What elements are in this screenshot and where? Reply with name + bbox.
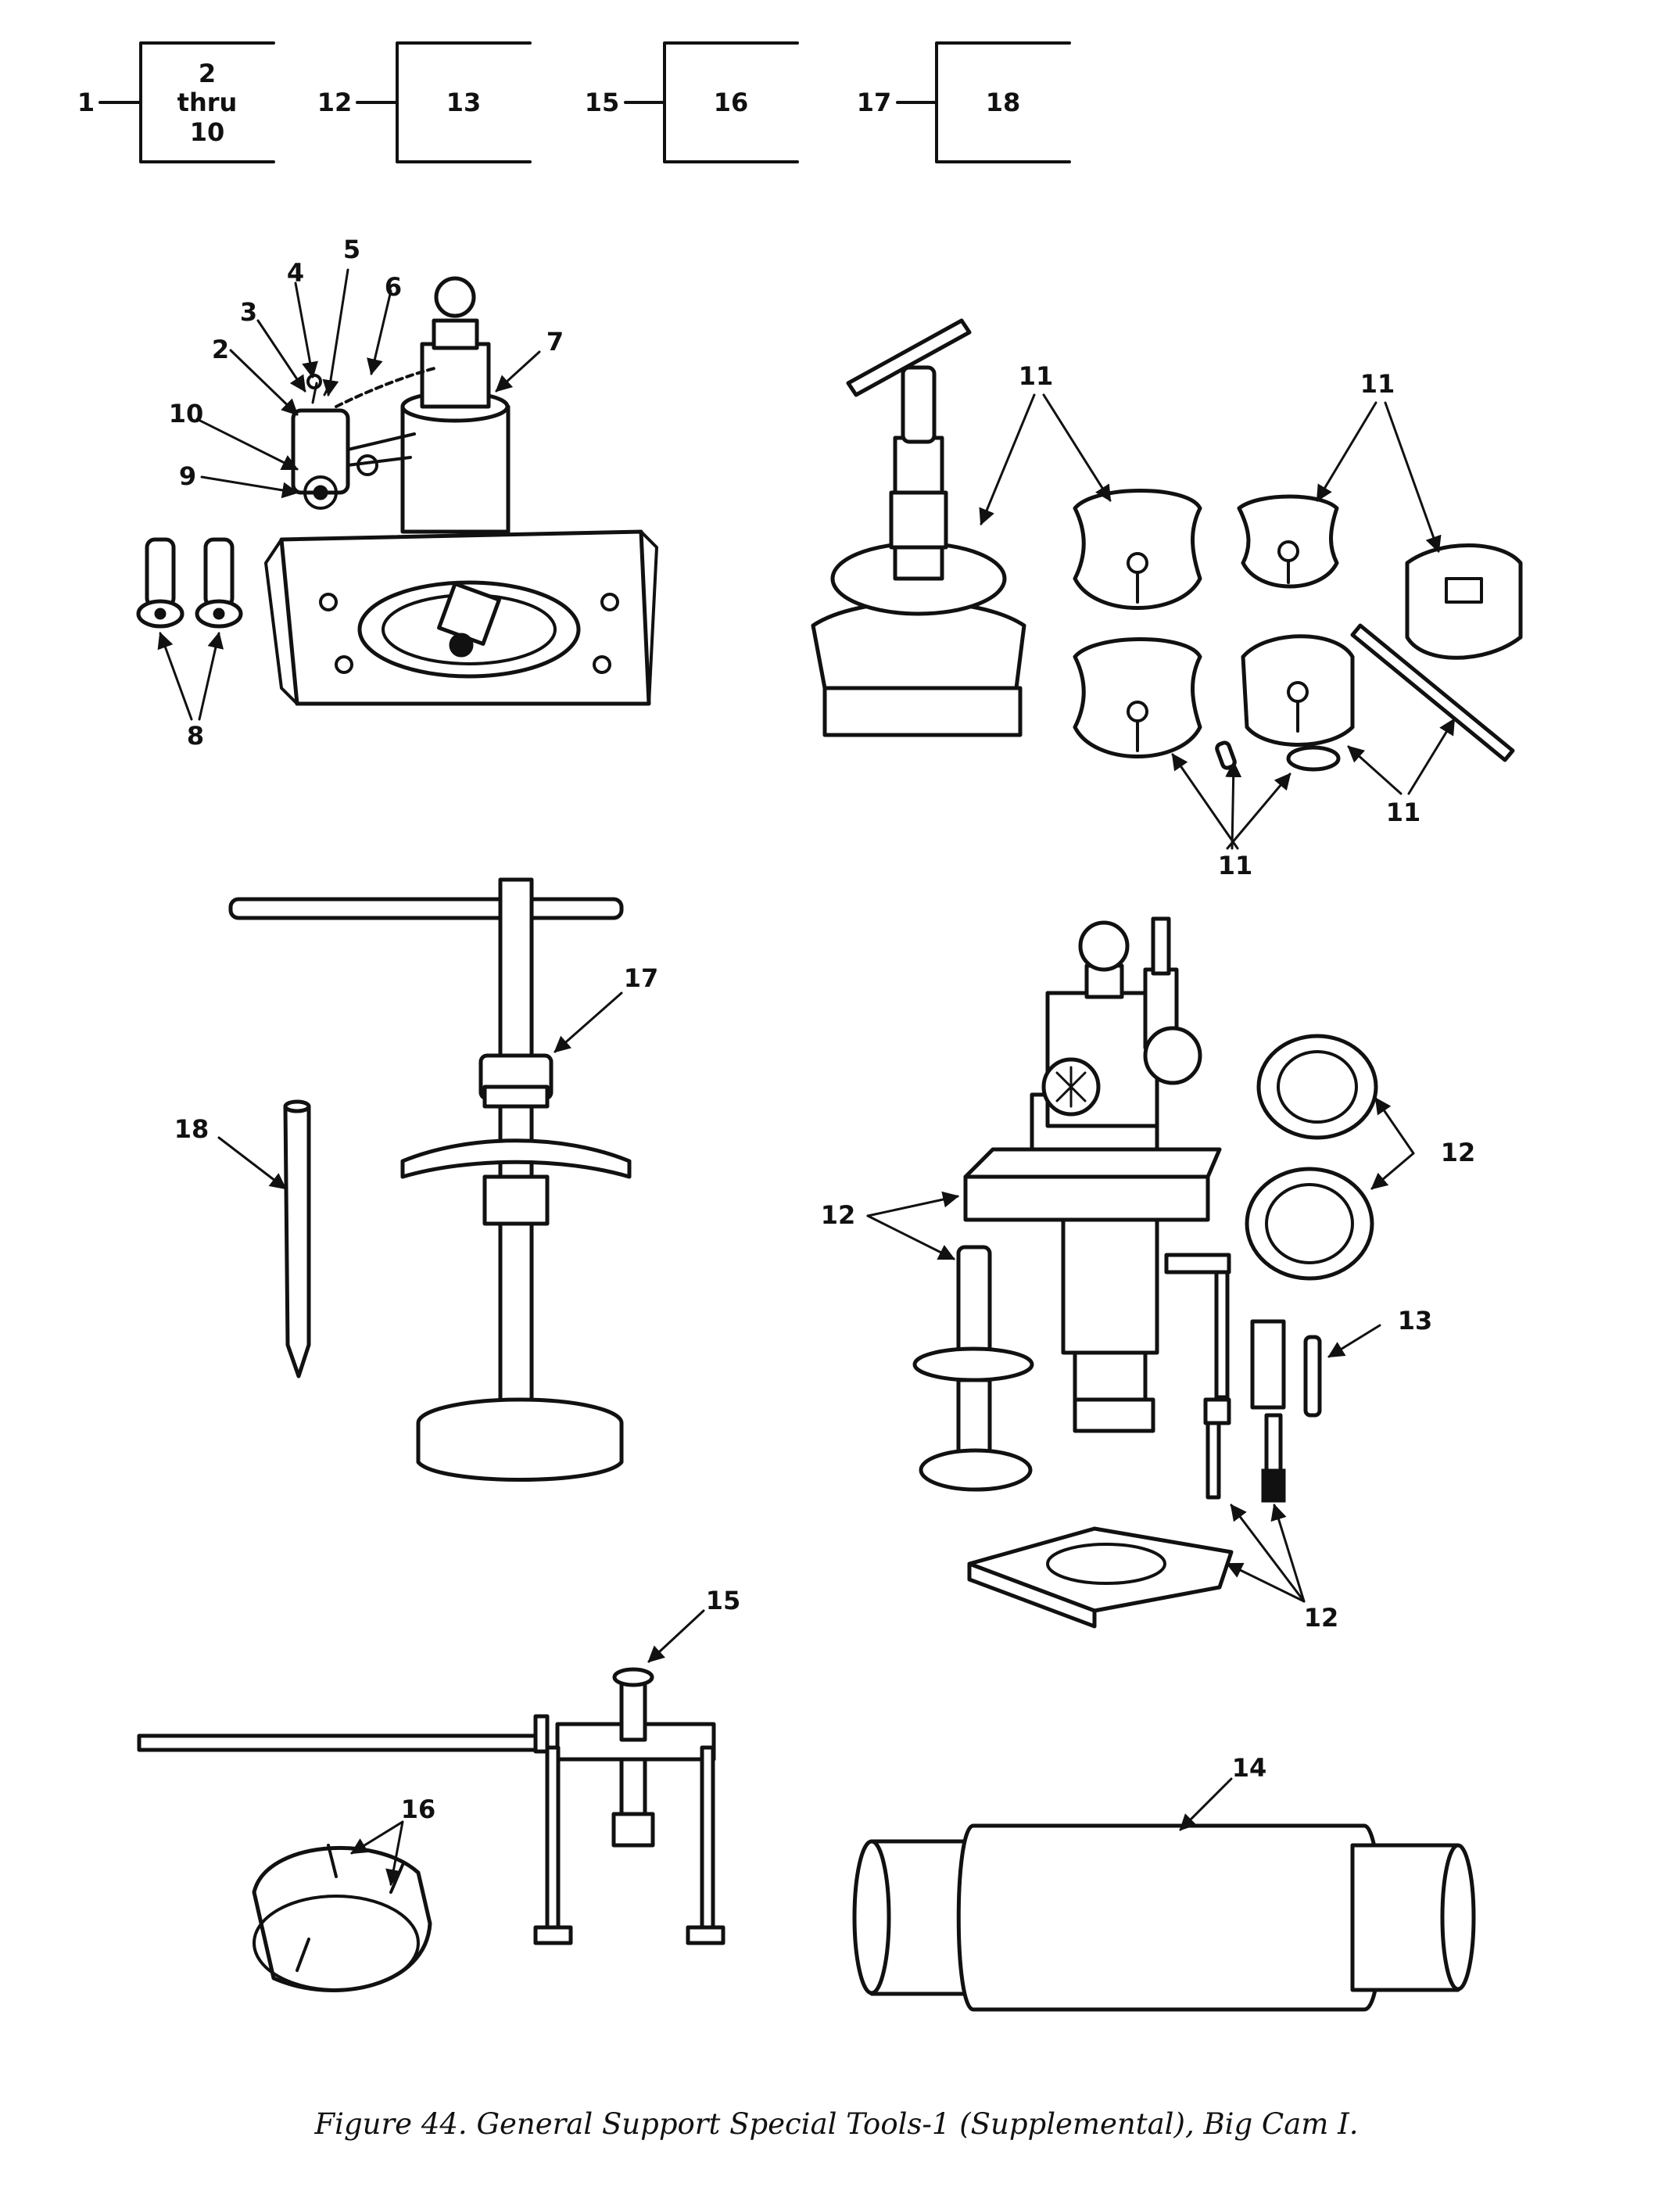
key-lead-label: 15 (585, 88, 620, 117)
key-group-17: 17 18 (857, 41, 1071, 163)
key-box (935, 41, 1071, 163)
callout-16: 16 (401, 1794, 436, 1824)
callout-15: 15 (706, 1586, 741, 1615)
callout-14: 14 (1232, 1753, 1267, 1783)
key-box-line: thru (177, 88, 238, 117)
callout-6: 6 (385, 272, 402, 302)
callout-8: 8 (187, 721, 204, 751)
key-box-line: 13 (446, 88, 482, 117)
callout-4: 4 (287, 258, 304, 288)
key-box-line: 18 (986, 88, 1021, 117)
callout-12: 12 (1441, 1138, 1476, 1167)
callout-5: 5 (343, 235, 360, 264)
callout-labels: 2 3 4 5 6 7 10 9 8 11 11 11 11 17 18 12 … (169, 235, 1476, 1824)
callout-17: 17 (624, 963, 659, 993)
bearing-puller (137, 1667, 725, 1945)
key-lead-label: 12 (317, 88, 353, 117)
callout-11: 11 (1360, 369, 1395, 399)
leader-lines (157, 268, 1456, 1887)
adapter-plate-set (811, 318, 1523, 772)
key-box-line: 2 (199, 59, 216, 88)
callout-10: 10 (169, 399, 204, 428)
gear-puller (228, 877, 632, 1482)
split-collar (252, 1844, 432, 1992)
callout-3: 3 (240, 297, 257, 327)
callout-13: 13 (1398, 1306, 1433, 1335)
bolt-pair (136, 537, 243, 629)
key-group-1: 1 2 thru 10 (77, 41, 275, 163)
callout-11: 11 (1019, 361, 1054, 391)
key-group-12: 12 13 (317, 41, 532, 163)
key-box (139, 41, 275, 163)
key-diagram: 1 2 thru 10 12 13 15 16 17 18 (77, 41, 1071, 163)
key-box-line: 10 (190, 117, 225, 147)
key-box-line: 16 (714, 88, 749, 117)
callout-2: 2 (212, 335, 229, 364)
callout-18: 18 (174, 1114, 210, 1144)
key-box (663, 41, 799, 163)
callout-9: 9 (179, 461, 196, 491)
key-lead-label: 1 (77, 88, 95, 117)
key-box (396, 41, 532, 163)
figure-caption: Figure 44. General Support Special Tools… (314, 2107, 1359, 2141)
key-lead-label: 17 (857, 88, 892, 117)
callout-12: 12 (821, 1200, 856, 1230)
callout-11: 11 (1386, 798, 1421, 827)
callout-12: 12 (1304, 1603, 1339, 1633)
callout-7: 7 (546, 327, 564, 357)
test-fixture-assembly (136, 276, 658, 706)
drift-punch (283, 1099, 311, 1378)
callout-11: 11 (1218, 851, 1253, 880)
spring-test-fixture (912, 916, 1378, 1629)
mandrel (852, 1823, 1476, 2012)
key-group-15: 15 16 (585, 41, 799, 163)
